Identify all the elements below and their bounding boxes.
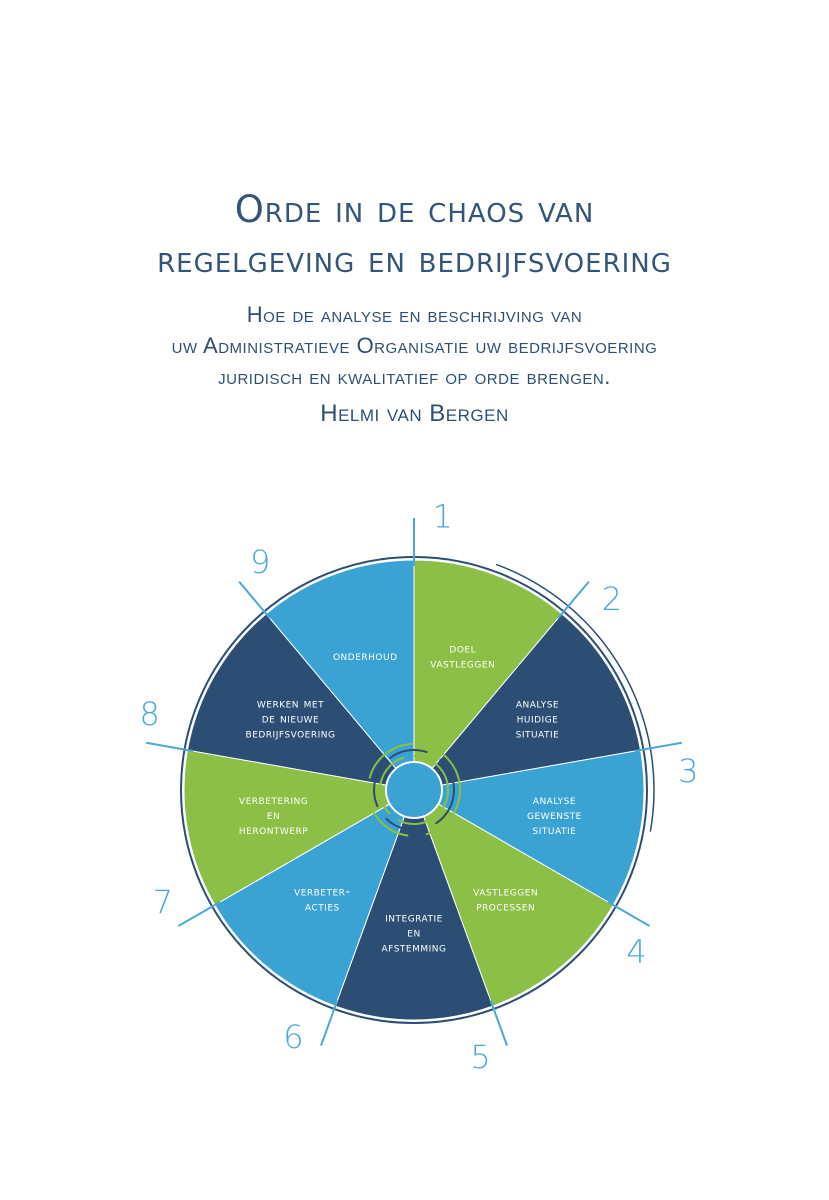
wheel-segment-5 [334,788,494,1021]
segment-label: bedrijfsvoering [246,727,336,742]
segment-number: 2 [602,580,622,618]
wheel-segment-2 [412,613,642,791]
spoke-line [238,580,271,620]
segment-label: gewenste [527,808,582,823]
hub-ring [379,755,449,825]
author-name: Helmi van Bergen [320,400,509,427]
wheel-segment-1 [413,559,563,792]
segment-number: 4 [626,933,646,971]
segment-label: vastleggen [430,656,495,671]
segment-label: en [267,808,280,823]
segment-label: doel [449,641,476,656]
subtitle-line-3: juridisch en kwalitatief op orde brengen… [218,364,611,389]
segment-label: en [407,926,420,941]
segment-label: herontwerp [239,823,308,838]
segment-label: processen [476,900,535,915]
subtitle-line-1: Hoe de analyse en beschrijving van [246,302,583,327]
segment-number: 9 [250,543,270,581]
segment-number: 1 [433,498,453,536]
spoke-line [557,580,590,620]
wheel-segment-7 [183,749,416,906]
segment-label: integratie [385,911,443,926]
segment-label: de nieuwe [262,712,320,727]
spoke-line [320,1000,339,1046]
segment-label: analyse [533,793,576,808]
segment-label: werken met [257,697,324,712]
segment-label: situatie [516,727,560,742]
segment-label: situatie [533,823,577,838]
segment-label: afstemming [382,941,447,956]
segment-label: acties [305,900,340,915]
wheel-segment-6 [214,788,415,1007]
wheel-hub [385,761,443,819]
segment-label: huidige [517,712,559,727]
segment-number: 3 [678,752,698,790]
segment-number: 5 [470,1038,490,1076]
title-line-1: Orde in de chaos van [234,188,595,231]
wheel-segment-3 [412,749,645,906]
segment-number: 6 [283,1018,303,1056]
segment-number: 8 [139,695,159,733]
spoke-line [634,741,683,753]
spoke-line [145,741,194,753]
hub-ring [373,749,455,831]
subtitle-line-2: uw Administratieve Organisatie uw bedrij… [171,333,658,358]
title-line-2: regelgeving en bedrijfsvoering [157,238,672,281]
segment-label: onderhoud [333,649,398,664]
wheel-segment-9 [265,559,415,792]
wheel-sketch-arc [495,563,655,832]
spoke-line [177,901,221,927]
segment-label: verbeter- [294,885,351,900]
wheel-segment-8 [186,613,416,791]
segment-label: verbetering [239,793,308,808]
wheel-segment-4 [413,788,614,1007]
segment-number: 7 [153,883,173,921]
hub-ring [367,743,461,837]
segment-label: vastleggen [473,885,538,900]
spoke-line [607,901,651,927]
segment-label: analyse [516,697,559,712]
spoke-line [489,1000,508,1046]
